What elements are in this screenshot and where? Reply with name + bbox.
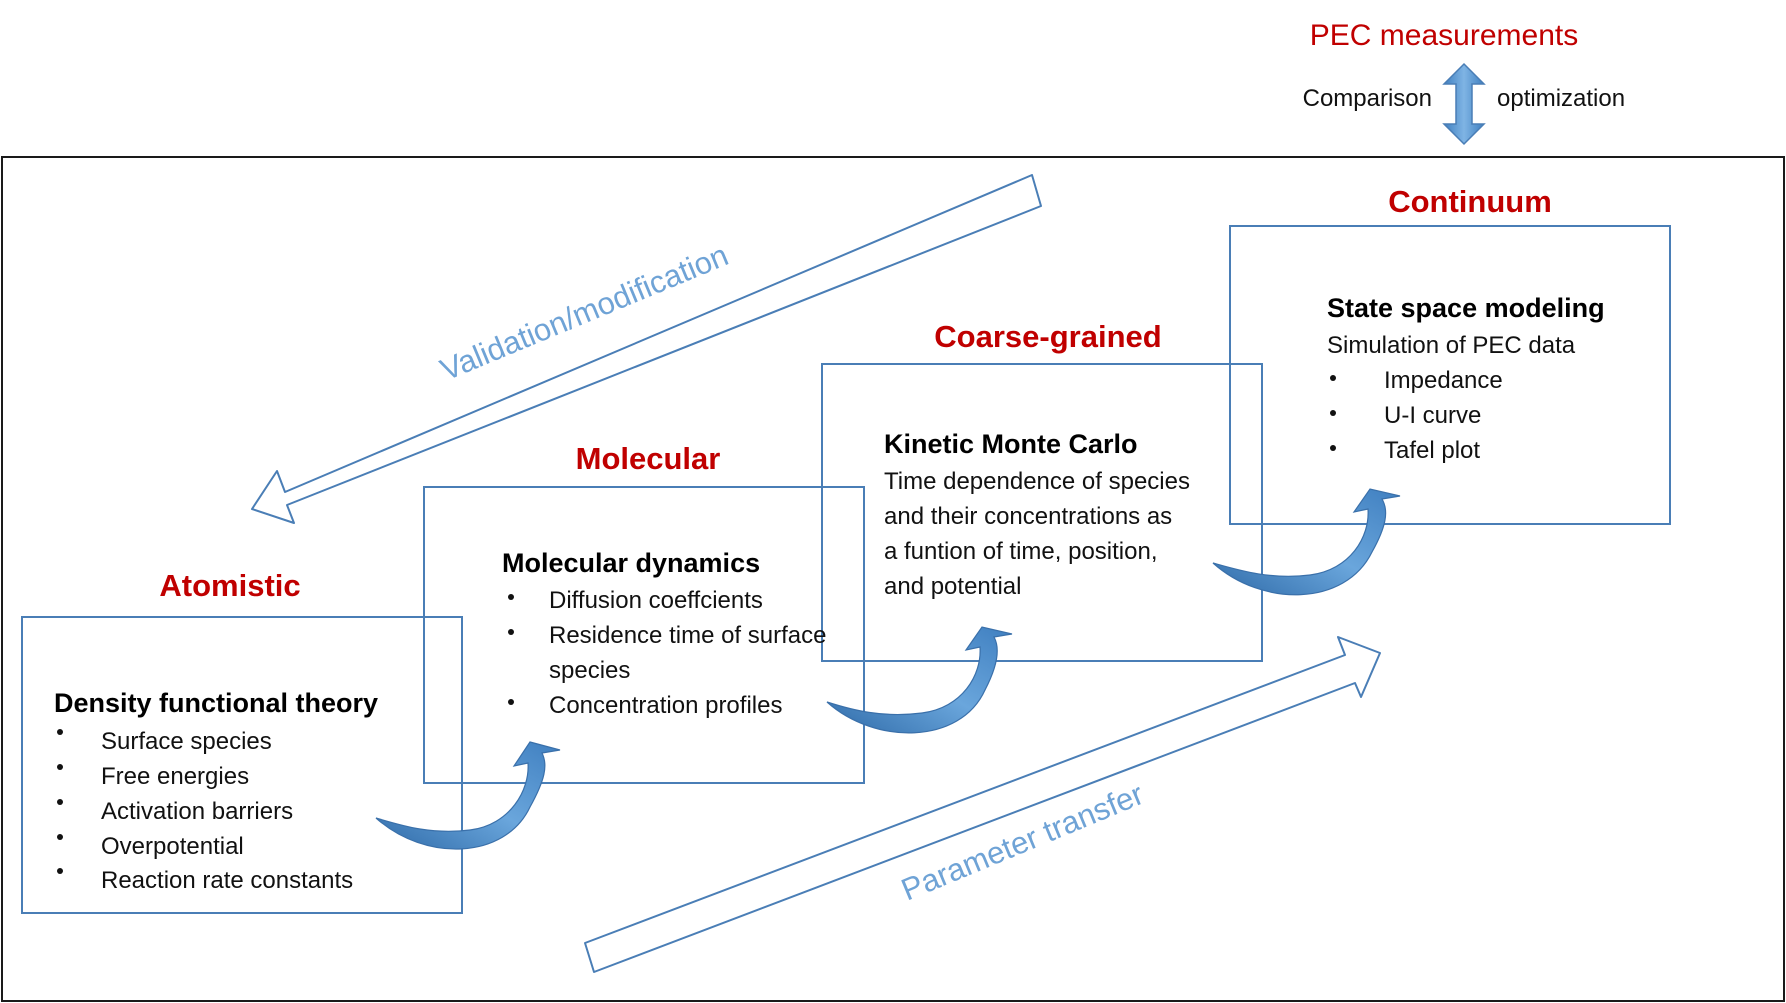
list-item: Impedance: [1384, 367, 1503, 394]
list-item: U-I curve: [1384, 402, 1481, 429]
list-item: Activation barriers: [101, 798, 293, 825]
list-item: Overpotential: [101, 833, 244, 860]
list-item: Concentration profiles: [549, 692, 782, 719]
list-item: Residence time of surface: [549, 622, 826, 649]
comparison-label: Comparison: [1303, 85, 1432, 112]
pec-measurements-title: PEC measurements: [1310, 19, 1578, 52]
list-item: Reaction rate constants: [101, 867, 353, 894]
atomistic-title: Atomistic: [159, 568, 300, 603]
list-item: Free energies: [101, 763, 249, 790]
ssm-subtitle: Simulation of PEC data: [1327, 332, 1576, 359]
curved-arrow-icon: [375, 741, 561, 850]
curved-arrow-icon: [826, 626, 1013, 734]
molecular-box: [423, 486, 865, 784]
molecular-title: Molecular: [576, 441, 721, 476]
double-arrow-icon: [1442, 62, 1486, 146]
coarse-grained-content: Kinetic Monte Carlo Time dependence of s…: [884, 429, 1190, 600]
validation-arrow-icon: [251, 174, 1042, 524]
ssm-heading: State space modeling: [1327, 293, 1605, 323]
kmc-line: Time dependence of species: [884, 468, 1190, 495]
list-item: Diffusion coeffcients: [549, 587, 763, 614]
optimization-label: optimization: [1497, 85, 1625, 112]
curved-arrow-icon: [1212, 488, 1401, 596]
continuum-content: State space modeling Simulation of PEC d…: [1327, 293, 1605, 464]
atomistic-box: [21, 616, 463, 914]
kmc-line: and their concentrations as: [884, 503, 1172, 530]
list-item: species: [549, 657, 630, 684]
atomistic-content: Density functional theory Surface specie…: [54, 688, 378, 894]
coarse-grained-title: Coarse-grained: [934, 319, 1161, 354]
kmc-line: and potential: [884, 573, 1021, 600]
dft-heading: Density functional theory: [54, 688, 378, 718]
continuum-title: Continuum: [1388, 184, 1552, 219]
coarse-grained-box: [821, 363, 1263, 662]
parameter-transfer-arrow-icon: [584, 636, 1381, 973]
kmc-line: a funtion of time, position,: [884, 538, 1158, 565]
list-item: Surface species: [101, 728, 272, 755]
list-item: Tafel plot: [1384, 437, 1480, 464]
md-heading: Molecular dynamics: [502, 548, 760, 578]
continuum-box: [1229, 225, 1671, 525]
molecular-content: Molecular dynamics Diffusion coeffcients…: [502, 548, 826, 719]
kmc-heading: Kinetic Monte Carlo: [884, 429, 1138, 459]
outer-frame: [1, 156, 1785, 1002]
